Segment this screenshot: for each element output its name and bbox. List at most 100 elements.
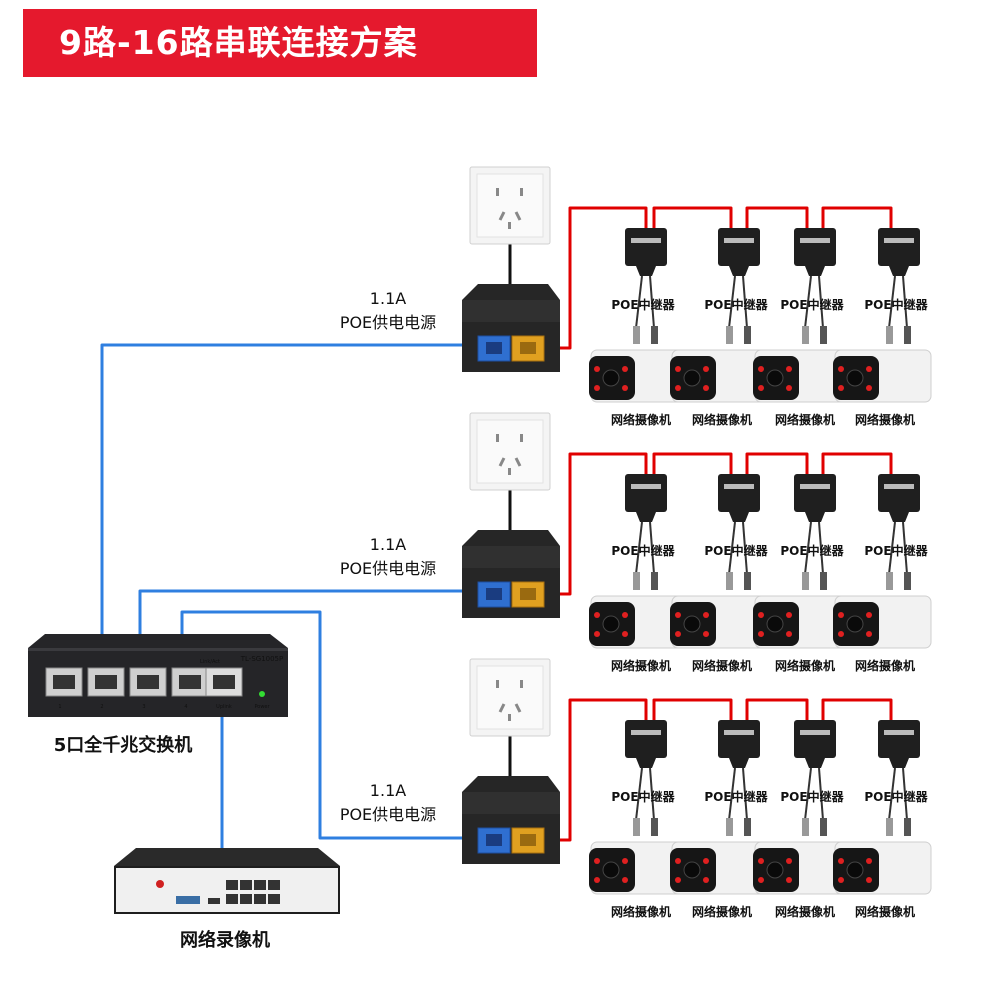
injector-body xyxy=(462,530,560,618)
port-socket xyxy=(520,834,536,846)
injector-top xyxy=(462,546,560,568)
repeater-label: POE中继器 xyxy=(780,789,844,804)
repeater-body xyxy=(878,720,920,758)
switch-label: 5口全千兆交换机 xyxy=(54,734,193,756)
ir-led xyxy=(622,385,628,391)
rj45-plug xyxy=(633,818,640,836)
port-label-1: 1 xyxy=(58,704,61,710)
psu-rating: 1.1A xyxy=(370,535,406,554)
repeater-body xyxy=(718,474,760,512)
repeater-lead xyxy=(818,767,824,821)
poe-line xyxy=(544,698,648,842)
rj45-plug xyxy=(802,818,809,836)
camera-icon xyxy=(589,595,688,649)
ir-led xyxy=(703,385,709,391)
poe-line xyxy=(745,452,809,474)
injector-body xyxy=(462,776,560,864)
repeater-marking xyxy=(884,730,914,735)
data-cable-1 xyxy=(100,343,480,672)
power-outlet-icon xyxy=(469,166,551,245)
repeater-marking xyxy=(631,484,661,489)
rj45-plug xyxy=(726,818,733,836)
ir-led xyxy=(838,858,844,864)
camera-lens xyxy=(602,369,620,387)
repeater-body xyxy=(794,720,836,758)
ir-led xyxy=(786,877,792,883)
ir-led xyxy=(866,612,872,618)
ir-led xyxy=(622,612,628,618)
outlet-slot xyxy=(498,703,506,713)
ir-led xyxy=(622,631,628,637)
outlet-slot xyxy=(520,188,523,196)
repeater-marking xyxy=(884,238,914,243)
repeater-lead xyxy=(902,767,908,821)
camera-icon xyxy=(670,595,769,649)
switch-edge xyxy=(28,648,288,651)
port-socket xyxy=(486,834,502,846)
ir-led xyxy=(866,877,872,883)
switch-port-socket xyxy=(95,675,117,689)
ir-led xyxy=(675,858,681,864)
ir-led xyxy=(758,366,764,372)
nvr-lan-port xyxy=(268,880,280,890)
ir-led xyxy=(622,366,628,372)
repeater-body xyxy=(718,720,760,758)
ir-led xyxy=(675,877,681,883)
ir-led xyxy=(758,631,764,637)
rj45-plug xyxy=(726,326,733,344)
camera-label: 网络摄像机 xyxy=(692,412,752,427)
poe-line xyxy=(652,698,733,720)
outlet-slot xyxy=(496,680,499,688)
repeater-label: POE中继器 xyxy=(780,297,844,312)
repeater-tail xyxy=(805,758,825,768)
ir-led xyxy=(866,631,872,637)
psu-name: POE供电电源 xyxy=(340,559,436,578)
ir-led xyxy=(758,877,764,883)
ir-led xyxy=(866,385,872,391)
repeater-label: POE中继器 xyxy=(611,789,675,804)
repeater-marking xyxy=(884,484,914,489)
ir-led xyxy=(594,385,600,391)
outlet-slot xyxy=(514,703,522,713)
camera-lens xyxy=(683,369,701,387)
repeater-label: POE中继器 xyxy=(864,543,928,558)
repeater-tail xyxy=(805,512,825,522)
injector-top xyxy=(462,300,560,322)
camera-icon xyxy=(589,349,688,403)
nvr-lan-port xyxy=(226,880,238,890)
poe-repeater-icon xyxy=(625,474,667,590)
repeater-lead xyxy=(635,275,643,329)
dc-plug xyxy=(820,572,827,590)
camera-label: 网络摄像机 xyxy=(611,658,671,673)
poe-line xyxy=(745,206,809,228)
ir-led xyxy=(758,385,764,391)
nvr-icon xyxy=(114,848,340,914)
repeater-tail xyxy=(889,266,909,276)
outlet-slot xyxy=(496,434,499,442)
rj45-plug xyxy=(633,572,640,590)
dc-plug xyxy=(904,572,911,590)
nvr-lan-port xyxy=(268,894,280,904)
nvr-hdmi xyxy=(208,898,220,904)
camera-lens xyxy=(602,615,620,633)
camera-label: 网络摄像机 xyxy=(855,904,915,919)
injector-body xyxy=(462,284,560,372)
camera-lens xyxy=(683,861,701,879)
dc-plug xyxy=(904,326,911,344)
ir-led xyxy=(675,631,681,637)
outlet-slot xyxy=(514,211,522,221)
repeater-marking xyxy=(800,238,830,243)
camera-label: 网络摄像机 xyxy=(611,412,671,427)
repeater-body xyxy=(794,474,836,512)
poe-repeater-icon xyxy=(878,720,920,836)
psu-rating: 1.1A xyxy=(370,781,406,800)
ir-led xyxy=(622,858,628,864)
nvr-lan-port xyxy=(240,880,252,890)
repeater-lead xyxy=(888,521,896,575)
port-socket xyxy=(520,588,536,600)
ir-led xyxy=(675,385,681,391)
poe-line xyxy=(544,452,648,596)
ir-led xyxy=(675,366,681,372)
poe-line xyxy=(821,698,893,720)
